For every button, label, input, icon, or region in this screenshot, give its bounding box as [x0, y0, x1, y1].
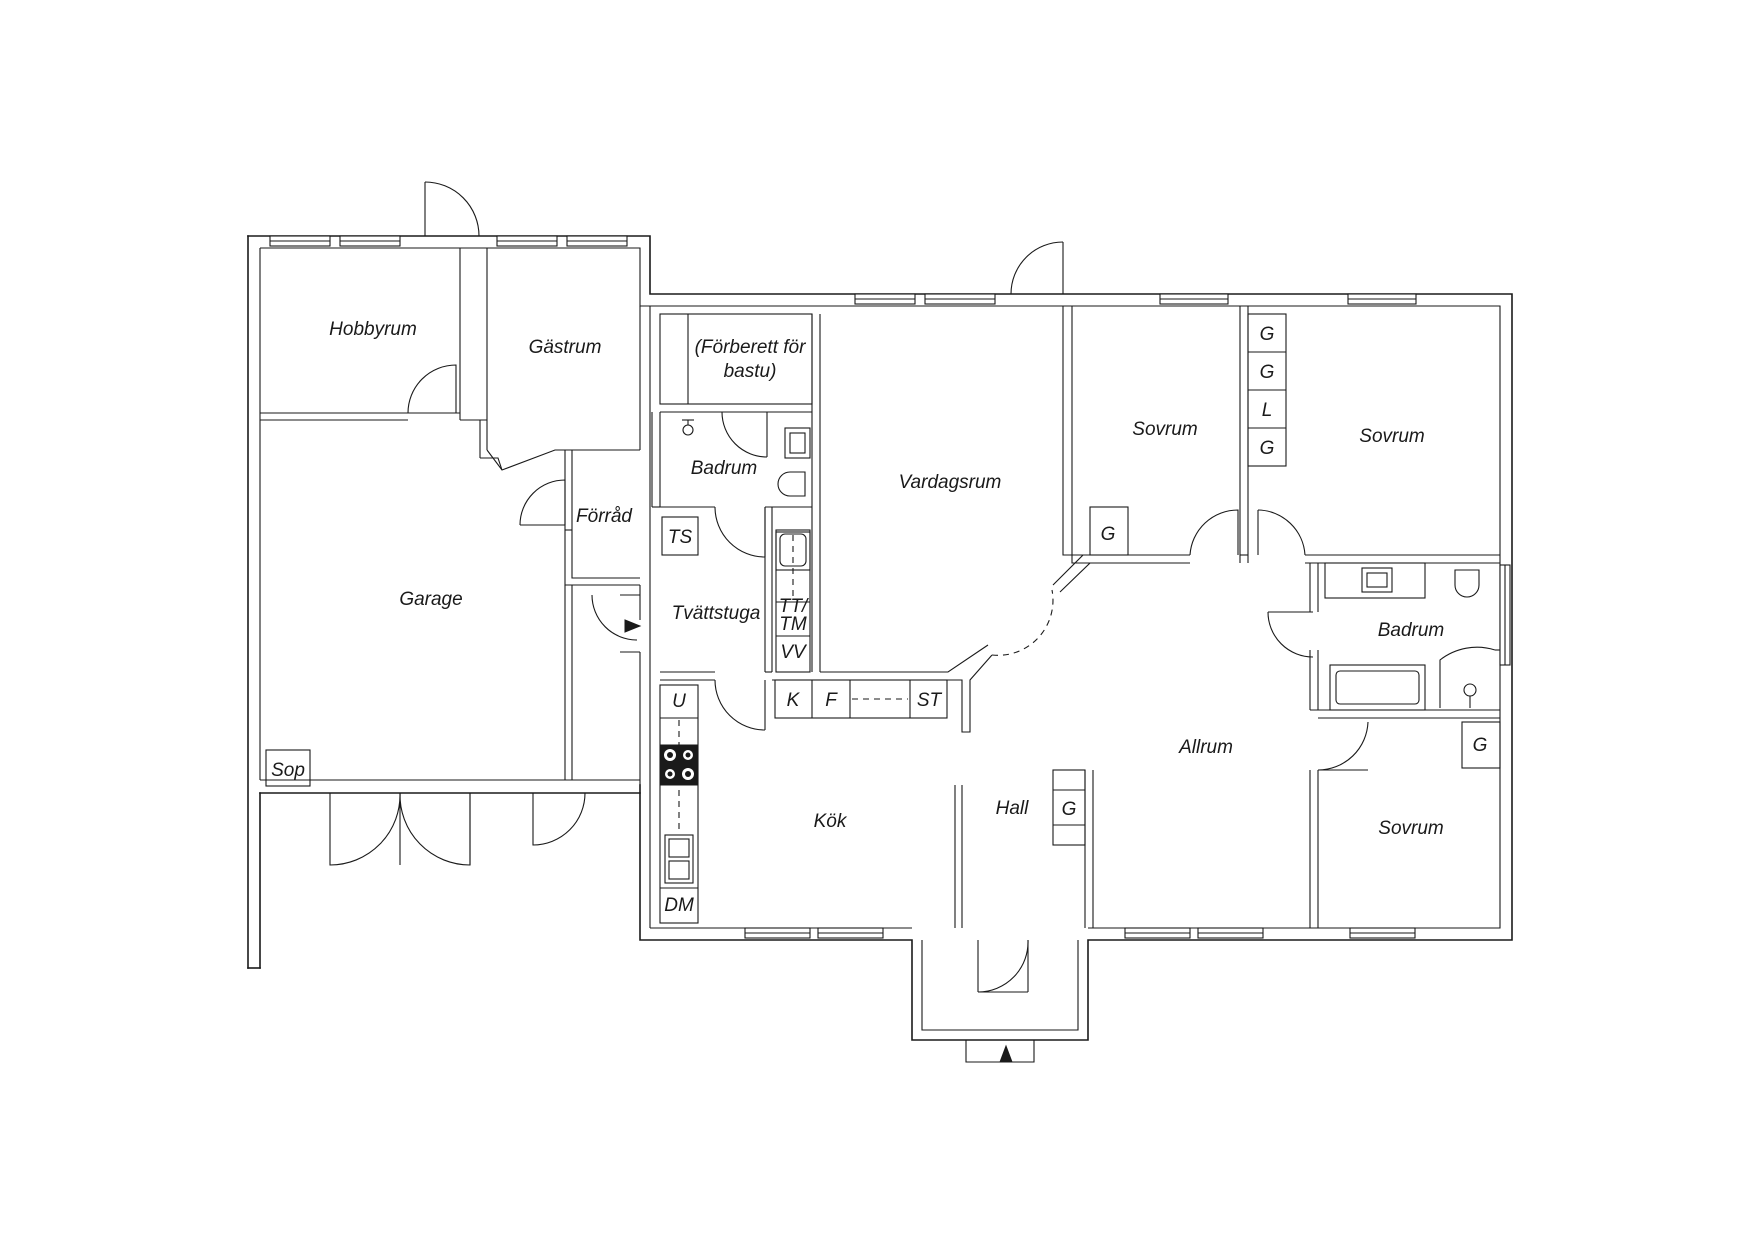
- room-label-forrad: Förråd: [576, 506, 633, 527]
- code-dm: DM: [664, 895, 694, 916]
- room-label-bastu-line2: bastu): [724, 361, 777, 382]
- fixtures: [265, 313, 1501, 1063]
- windows: [269, 235, 1511, 939]
- room-label-allrum: Allrum: [1178, 737, 1233, 758]
- code-g-sovrum-3: G: [1473, 735, 1488, 756]
- code-vv: VV: [780, 642, 808, 663]
- code-tm: TM: [779, 614, 807, 635]
- room-label-vardagsrum: Vardagsrum: [899, 472, 1002, 493]
- room-label-hobbyrum: Hobbyrum: [329, 319, 417, 340]
- code-k: K: [787, 690, 801, 711]
- code-sop: Sop: [271, 760, 305, 781]
- code-g-wardrobe-2: G: [1260, 362, 1275, 383]
- room-label-sovrum-2: Sovrum: [1359, 426, 1424, 447]
- room-labels: Hobbyrum Gästrum (Förberett för bastu) B…: [329, 319, 1444, 839]
- code-tt: TT/: [779, 596, 809, 617]
- code-g-hall: G: [1062, 799, 1077, 820]
- room-label-sovrum-1: Sovrum: [1132, 419, 1197, 440]
- code-g-wardrobe-1: G: [1260, 324, 1275, 345]
- room-label-hall: Hall: [996, 798, 1030, 819]
- room-label-garage: Garage: [399, 589, 462, 610]
- code-ts: TS: [668, 527, 693, 548]
- room-label-badrum-2: Badrum: [1378, 620, 1445, 641]
- code-u: U: [672, 691, 686, 712]
- interior-walls: [260, 248, 1500, 928]
- code-st: ST: [917, 690, 943, 711]
- code-g-sovrum-1: G: [1101, 524, 1116, 545]
- room-label-kok: Kök: [814, 811, 848, 832]
- room-label-tvattstuga: Tvättstuga: [672, 603, 761, 624]
- doors: [329, 181, 1369, 993]
- code-f: F: [825, 690, 838, 711]
- code-l-wardrobe: L: [1262, 400, 1273, 421]
- code-g-wardrobe-3: G: [1260, 438, 1275, 459]
- room-label-bastu-line1: (Förberett för: [695, 337, 807, 358]
- room-label-badrum-1: Badrum: [691, 458, 758, 479]
- room-label-gastrum: Gästrum: [529, 337, 602, 358]
- room-label-sovrum-3: Sovrum: [1378, 818, 1443, 839]
- fixture-codes: TS TT/ TM VV U K F ST DM Sop G G G L G G…: [271, 324, 1487, 916]
